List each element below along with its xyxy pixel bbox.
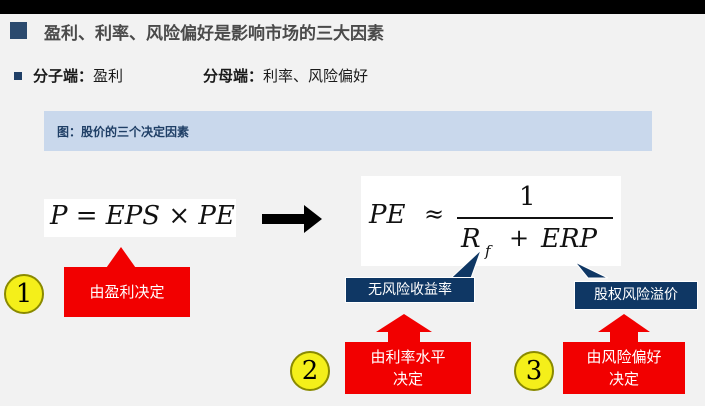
- formula-erp: ERP: [541, 224, 598, 254]
- number-badge-1: 1: [4, 274, 44, 314]
- bullet-square-icon: [14, 72, 22, 80]
- figure-caption-bar: 图：股价的三个决定因素: [44, 111, 652, 151]
- formula-right-box: PE ≈ 1 R f + ERP: [361, 176, 621, 266]
- callout-pointer-2: [574, 261, 609, 279]
- callout-pointer-1: [449, 249, 482, 279]
- formula-rf-sub: f: [485, 242, 491, 260]
- formula-approx: ≈: [424, 200, 445, 228]
- formula-numerator: 1: [519, 182, 536, 212]
- formula-left-box: P = EPS × PE: [44, 199, 236, 237]
- title-square-icon: [10, 22, 27, 39]
- factor-box-1: 由盈利决定: [64, 267, 190, 317]
- formula-plus: +: [509, 224, 530, 252]
- fraction-bar: [457, 217, 613, 219]
- factor-box-3: 由风险偏好 决定: [563, 342, 685, 394]
- right-arrow-icon: [262, 205, 322, 233]
- denominator-value: 利率、风险偏好: [263, 67, 369, 85]
- formula-rf-base: R: [461, 224, 481, 254]
- callout-risk-free: 无风险收益率: [345, 277, 475, 303]
- formula-pe: PE: [369, 200, 406, 230]
- denominator-label: 分母端：: [203, 67, 264, 85]
- top-bar: [0, 0, 705, 14]
- up-arrow-icon-2: [376, 314, 432, 344]
- page-title: 盈利、利率、风险偏好是影响市场的三大因素: [44, 24, 384, 44]
- factor-box-2: 由利率水平 决定: [345, 342, 471, 394]
- number-badge-3: 3: [514, 351, 554, 391]
- numerator-label: 分子端：: [33, 67, 94, 85]
- formula-left: P = EPS × PE: [50, 201, 235, 231]
- figure-caption: 图：股价的三个决定因素: [57, 125, 190, 139]
- denominator-line: 分母端：利率、风险偏好: [203, 65, 368, 86]
- numerator-line: 分子端：盈利: [33, 65, 123, 86]
- number-badge-2: 2: [290, 351, 330, 391]
- callout-equity-premium: 股权风险溢价: [574, 281, 698, 310]
- up-arrow-icon-3: [598, 314, 650, 344]
- numerator-value: 盈利: [93, 67, 124, 85]
